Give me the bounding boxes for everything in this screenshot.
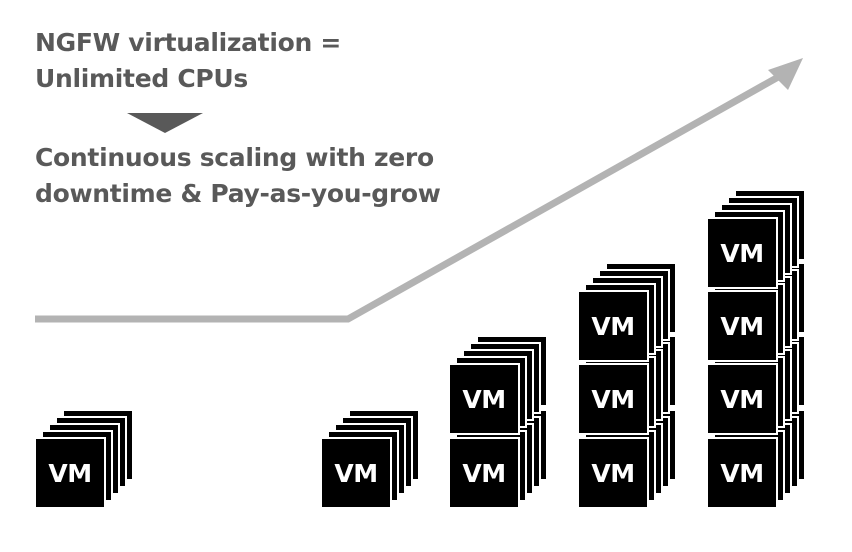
vm-stack: VM	[34, 409, 134, 509]
headline-line-3: Continuous scaling with zero	[35, 143, 434, 172]
vm-label: VM	[720, 385, 763, 414]
vm-stacks: VM VM VM VM VM VM VM VM VM VM VM	[34, 189, 806, 509]
headline-title: NGFW virtualization = Unlimited CPUs	[35, 25, 341, 97]
vm-stack: VM	[320, 409, 420, 509]
vm-card	[577, 290, 649, 362]
vm-stack: VM	[448, 335, 548, 435]
down-arrow-icon	[127, 113, 203, 133]
vm-card	[577, 437, 649, 509]
vm-label: VM	[591, 385, 634, 414]
vm-card	[320, 437, 392, 509]
vm-label: VM	[462, 385, 505, 414]
growth-arrowhead-icon	[768, 58, 803, 90]
vm-stage-3: VM VM	[448, 335, 548, 509]
vm-label: VM	[591, 459, 634, 488]
headline-line-1: NGFW virtualization =	[35, 28, 342, 57]
vm-card	[448, 363, 520, 435]
vm-stage-1: VM	[34, 409, 134, 509]
vm-label: VM	[720, 239, 763, 268]
vm-card	[706, 437, 778, 509]
vm-label: VM	[462, 459, 505, 488]
vm-label: VM	[334, 459, 377, 488]
vm-label: VM	[591, 312, 634, 341]
vm-card	[34, 437, 106, 509]
vm-card	[706, 363, 778, 435]
growth-arrow-line	[35, 72, 782, 323]
vm-stage-5: VM VM VM VM	[706, 189, 806, 509]
headline-subtitle: Continuous scaling with zero downtime & …	[35, 140, 441, 212]
vm-label: VM	[720, 459, 763, 488]
vm-stage-2: VM	[320, 409, 420, 509]
vm-card	[448, 437, 520, 509]
vm-label: VM	[720, 312, 763, 341]
vm-stack: VM	[706, 189, 806, 289]
headline-line-4: downtime & Pay-as-you-grow	[35, 179, 441, 208]
vm-card	[706, 217, 778, 289]
vm-card	[577, 363, 649, 435]
vm-card	[706, 290, 778, 362]
vm-stack: VM	[577, 262, 677, 362]
vm-label: VM	[48, 459, 91, 488]
vm-stage-4: VM VM VM	[577, 262, 677, 509]
headline-line-2: Unlimited CPUs	[35, 64, 249, 93]
vm-stack: VM	[577, 335, 677, 435]
